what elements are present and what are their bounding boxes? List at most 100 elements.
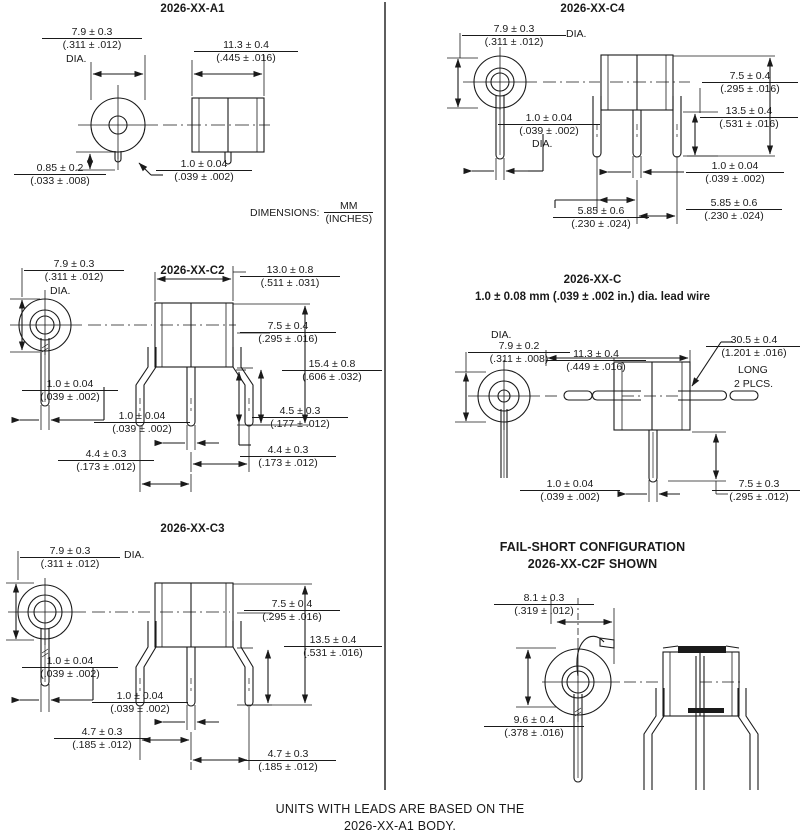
- c2-dim-width-mm: 13.0 ± 0.8: [240, 264, 340, 278]
- c2-dim-lead-mid-mm: 1.0 ± 0.04: [94, 410, 190, 424]
- c2-dim-pitch-right-mm: 4.4 ± 0.3: [240, 444, 336, 458]
- footer-line-2: 2026-XX-A1 BODY.: [343, 819, 457, 833]
- fs-dim-height-mm: 9.6 ± 0.4: [484, 714, 584, 728]
- c4-leaddia-label: DIA.: [532, 138, 553, 150]
- c2-dim-lead-left-text: 1.0 ± 0.04 (.039 ± .002): [22, 378, 118, 404]
- units-inches: (INCHES): [325, 213, 373, 226]
- c2-dim-pitch-left-text: 4.4 ± 0.3 (.173 ± .012): [58, 448, 154, 474]
- c4-dim-pitch-right-mm: 5.85 ± 0.6: [686, 197, 782, 211]
- a1-dim-dia-text: 7.9 ± 0.3 (.311 ± .012): [42, 26, 142, 52]
- c-wire-right: [678, 390, 728, 401]
- fs-lead-3: [737, 688, 759, 790]
- c-wire-left: [591, 390, 641, 401]
- a1-dia-label: DIA.: [66, 53, 87, 65]
- c-dim-tab-text: 7.5 ± 0.3 (.295 ± .012): [712, 478, 800, 504]
- c2-dim-overall-text: 15.4 ± 0.8 (.606 ± .032): [282, 358, 382, 384]
- c2-dim-inner-in: (.177 ± .012): [270, 418, 330, 431]
- a1-dim-length-in: (.445 ± .016): [216, 52, 276, 65]
- drawing-failshort: [516, 598, 759, 790]
- c2-lead-2: [186, 367, 196, 427]
- c2-dim-dia-text: 7.9 ± 0.3 (.311 ± .012): [24, 258, 124, 284]
- c-dim-lead-mm: 1.0 ± 0.04: [520, 478, 620, 492]
- c3-dim-lead-left-in: (.039 ± .002): [40, 668, 100, 681]
- fs-side-body: [662, 651, 740, 717]
- c-endview-lead: [500, 409, 508, 478]
- c3-side-body: [154, 582, 234, 648]
- drawing-a1: [76, 55, 270, 176]
- drawing-c3: [6, 551, 312, 770]
- c-dim-length-text: 11.3 ± 0.4 (.449 ± .016): [546, 348, 646, 374]
- units-label: DIMENSIONS:: [250, 206, 320, 219]
- a1-dim-lead-mm: 1.0 ± 0.04: [156, 158, 252, 172]
- c2-dim-leadlen-in: (.295 ± .016): [258, 333, 318, 346]
- c3-dim-dia-in: (.311 ± .012): [40, 558, 100, 571]
- c2-dia-label: DIA.: [50, 285, 71, 297]
- c2-dim-lead-left-in: (.039 ± .002): [40, 391, 100, 404]
- c4-dim-leaddia-in: (.039 ± .002): [519, 125, 579, 138]
- a1-dim-tab-mm: 0.85 ± 0.2: [14, 162, 106, 176]
- c3-dim-lead-mid-mm: 1.0 ± 0.04: [92, 690, 188, 704]
- fs-lead-1: [643, 688, 665, 790]
- c3-dim-overall-mm: 13.5 ± 0.4: [284, 634, 382, 648]
- c2-dim-dia-in: (.311 ± .012): [44, 271, 104, 284]
- c4-lead-2: [632, 110, 642, 158]
- c-dim-length-in: (.449 ± .016): [566, 361, 626, 374]
- fs-top-bar: [678, 646, 726, 653]
- c4-dim-leadthk-text: 1.0 ± 0.04 (.039 ± .002): [686, 160, 784, 186]
- a1-side-tab: [224, 152, 232, 165]
- c2-side-body: [154, 302, 234, 368]
- fs-endview-lead: [573, 694, 583, 783]
- c3-dim-lead-mid-in: (.039 ± .002): [110, 703, 170, 716]
- c3-dia-label: DIA.: [124, 549, 145, 561]
- fs-dim-width-text: 8.1 ± 0.3 (.319 ± .012): [494, 592, 594, 618]
- fs-dim-width-mm: 8.1 ± 0.3: [494, 592, 594, 606]
- c-dim-dia-text: 7.9 ± 0.2 (.311 ± .008): [468, 340, 570, 366]
- panel-title-c: 2026-XX-C: [563, 274, 622, 286]
- c2-dim-lead-mid-text: 1.0 ± 0.04 (.039 ± .002): [94, 410, 190, 436]
- panel-title-c2: 2026-XX-C2: [160, 265, 225, 277]
- units-legend: DIMENSIONS: MM (INCHES): [250, 200, 374, 226]
- a1-dim-tab-in: (.033 ± .008): [30, 175, 90, 188]
- c4-dim-leadthk-mm: 1.0 ± 0.04: [686, 160, 784, 174]
- c2-dim-overall-in: (.606 ± .032): [302, 371, 362, 384]
- c4-dim-pitch-right-text: 5.85 ± 0.6 (.230 ± .024): [686, 197, 782, 223]
- c-wire-note-plcs: 2 PLCS.: [734, 378, 774, 390]
- c3-dim-leadlen-in: (.295 ± .016): [262, 611, 322, 624]
- c-dim-wire-in: (1.201 ± .016): [721, 347, 787, 360]
- c2-dim-pitch-right-in: (.173 ± .012): [258, 457, 318, 470]
- a1-dim-tab-text: 0.85 ± 0.2 (.033 ± .008): [14, 162, 106, 188]
- c-dim-dia-mm: 7.9 ± 0.2: [468, 340, 570, 354]
- panel-title-c4: 2026-XX-C4: [560, 3, 625, 15]
- a1-dim-lead-in: (.039 ± .002): [174, 171, 234, 184]
- c-wire-left-far: [563, 390, 593, 401]
- c4-dim-overall-mm: 13.5 ± 0.4: [700, 105, 798, 119]
- c3-dim-dia-text: 7.9 ± 0.3 (.311 ± .012): [20, 545, 120, 571]
- panel-title-c3: 2026-XX-C3: [160, 523, 225, 535]
- c3-dim-pitch-left-mm: 4.7 ± 0.3: [54, 726, 150, 740]
- c4-dim-pitch-right-in: (.230 ± .024): [704, 210, 764, 223]
- fs-lead-2: [695, 656, 705, 790]
- a1-dim-dia-in: (.311 ± .012): [62, 39, 122, 52]
- a1-leader-lead: [138, 162, 152, 176]
- a1-dim-length-mm: 11.3 ± 0.4: [194, 39, 298, 53]
- c2-endview-lead: [40, 338, 50, 407]
- c-dim-lead-in: (.039 ± .002): [540, 491, 600, 504]
- c4-dim-pitch-left-in: (.230 ± .024): [571, 218, 631, 231]
- fs-dim-height-text: 9.6 ± 0.4 (.378 ± .016): [484, 714, 584, 740]
- c4-dim-leadlen-text: 7.5 ± 0.4 (.295 ± .016): [702, 70, 798, 96]
- c2-dim-leadlen-mm: 7.5 ± 0.4: [240, 320, 336, 334]
- c3-endview-lead: [40, 628, 50, 687]
- c4-dim-dia-text: 7.9 ± 0.3 (.311 ± .012): [462, 23, 566, 49]
- c4-dim-pitch-left-mm: 5.85 ± 0.6: [553, 205, 649, 219]
- c4-dim-overall-in: (.531 ± .016): [719, 118, 779, 131]
- panel-title-failshort-line1: FAIL-SHORT CONFIGURATION: [499, 540, 686, 554]
- c3-dim-pitch-right-in: (.185 ± .012): [258, 761, 318, 774]
- fs-dim-width-in: (.319 ± .012): [514, 605, 574, 618]
- c4-dim-leadlen-in: (.295 ± .016): [720, 83, 780, 96]
- panel-title-a1: 2026-XX-A1: [160, 3, 225, 15]
- c3-dim-dia-mm: 7.9 ± 0.3: [20, 545, 120, 559]
- units-mm: MM: [324, 200, 374, 214]
- c4-dim-leaddia-mm: 1.0 ± 0.04: [498, 112, 600, 126]
- c4-dim-dia-mm: 7.9 ± 0.3: [462, 23, 566, 37]
- c3-dim-leadlen-text: 7.5 ± 0.4 (.295 ± .016): [244, 598, 340, 624]
